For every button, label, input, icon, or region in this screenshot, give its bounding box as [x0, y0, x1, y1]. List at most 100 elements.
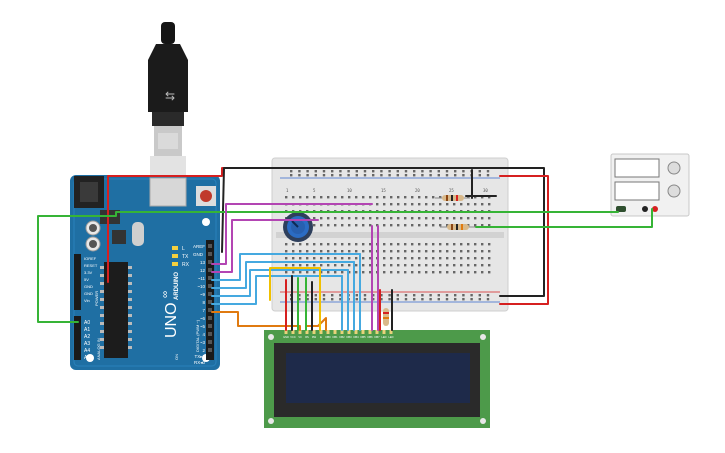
power-section-label: POWER — [94, 291, 99, 306]
wire-green — [37, 211, 431, 323]
lcd-pin[interactable] — [354, 330, 358, 334]
column-number: 15 — [381, 188, 386, 193]
lcd-pin[interactable] — [291, 330, 295, 334]
lcd-pin-label: DB0 — [325, 335, 331, 339]
arduino-uno-board[interactable]: L TX RX ∞ ARDUINO UNO ON — [70, 175, 220, 370]
lcd-pin[interactable] — [389, 330, 393, 334]
lcd-pin[interactable] — [326, 330, 330, 334]
wire-green — [475, 208, 653, 228]
lcd-pin-label: DB4 — [353, 335, 359, 339]
usb-socket — [149, 177, 187, 207]
lcd-pin[interactable] — [284, 330, 288, 334]
wire-orange — [211, 311, 301, 331]
wire-purple — [211, 203, 373, 265]
lcd-pin[interactable] — [333, 330, 337, 334]
lcd-pin-label: RS — [305, 335, 309, 339]
pin-label-10: ~10 — [197, 284, 205, 289]
power-supply[interactable] — [610, 153, 690, 217]
analog-pin-label-a4: A4 — [84, 348, 90, 354]
wire-orange — [305, 317, 327, 331]
aref-label: AREF — [193, 244, 205, 249]
lcd-pin[interactable] — [368, 330, 372, 334]
arduino-logo: ∞ — [160, 291, 171, 298]
lcd-pin[interactable] — [298, 330, 302, 334]
lcd-pin-label: DB1 — [332, 335, 338, 339]
usb-cable: ⇆ — [148, 22, 188, 178]
power-supply-knob[interactable] — [667, 184, 681, 198]
column-number: 20 — [415, 188, 420, 193]
column-number: 5 — [313, 188, 316, 193]
led-label-rx: RX — [182, 262, 190, 268]
terminal-red[interactable] — [652, 206, 658, 212]
column-number: 30 — [483, 188, 488, 193]
wire-yellow — [269, 267, 321, 331]
lcd-pin[interactable] — [340, 330, 344, 334]
power-pin-label: GND — [84, 284, 93, 289]
wire-blue — [211, 261, 355, 289]
analog-pin-label-a2: A2 — [84, 334, 90, 340]
led-label-tx: TX — [182, 254, 189, 260]
analog-pin-label-a1: A1 — [84, 327, 90, 333]
resistor[interactable] — [440, 224, 476, 230]
led-l — [172, 246, 178, 250]
arduino-brand: ARDUINO — [174, 272, 180, 300]
terminal-black[interactable] — [642, 206, 648, 212]
pin-label-4: 4 — [202, 332, 205, 337]
lcd-pin[interactable] — [305, 330, 309, 334]
lcd-pin-label: LED — [381, 335, 386, 339]
lcd-pin-label: GND — [283, 335, 289, 339]
lcd-pin[interactable] — [319, 330, 323, 334]
resistor[interactable] — [435, 195, 470, 201]
power-pin-label: 5V — [84, 277, 89, 282]
lcd-pin[interactable] — [347, 330, 351, 334]
column-number: 10 — [347, 188, 352, 193]
gnd-label: GND — [193, 252, 204, 257]
analog-pin-label-a0: A0 — [84, 320, 90, 326]
resistor[interactable] — [383, 308, 389, 326]
lcd-pin-label: DB5 — [360, 335, 366, 339]
pin-label-9: ~9 — [200, 292, 206, 297]
svg-text:⇆: ⇆ — [165, 89, 175, 103]
lcd-pin[interactable] — [375, 330, 379, 334]
pin-label-8: 8 — [202, 300, 205, 305]
lcd-pin-label: DB2 — [339, 335, 345, 339]
wire-purple — [211, 219, 319, 273]
arduino-model: UNO — [163, 302, 180, 338]
lcd-pin-label: VCC — [290, 335, 296, 339]
column-number: 25 — [449, 188, 454, 193]
wire-blue — [211, 253, 361, 281]
lcd-pin[interactable] — [382, 330, 386, 334]
power-pin-label: Vin — [84, 298, 90, 303]
wire-blue — [211, 269, 349, 297]
lcd-screen — [286, 353, 470, 403]
led-rx — [172, 262, 178, 266]
lcd-pin-label: DB3 — [346, 335, 352, 339]
lcd-pin-label: E — [320, 335, 322, 339]
analog-header — [74, 316, 81, 360]
led-label-l: L — [182, 246, 185, 252]
lcd-pin-label: DB7 — [374, 335, 380, 339]
wire-blue — [211, 275, 343, 305]
column-number: 1 — [286, 188, 289, 193]
power-supply-knob[interactable] — [667, 161, 681, 175]
lcd-pin[interactable] — [312, 330, 316, 334]
analog-pin-label-a3: A3 — [84, 341, 90, 347]
wire-red — [499, 175, 549, 305]
analog-section-label: ANALOG IN — [96, 338, 101, 360]
on-label: ON — [174, 354, 179, 360]
pin-label-6: ~6 — [200, 316, 206, 321]
wire-black — [221, 167, 545, 297]
power-pin-label: GND — [84, 291, 93, 296]
potentiometer[interactable] — [283, 212, 313, 242]
pin-label-7: 7 — [202, 308, 205, 313]
led-tx — [172, 254, 178, 258]
power-header — [74, 254, 81, 310]
lcd-pin-label: V0 — [298, 335, 302, 339]
lcd-pin[interactable] — [361, 330, 365, 334]
pin-label-12: 12 — [200, 268, 206, 273]
analog-pin-label-a5: A5 — [84, 355, 90, 361]
pin-label-11: ~11 — [198, 276, 206, 281]
